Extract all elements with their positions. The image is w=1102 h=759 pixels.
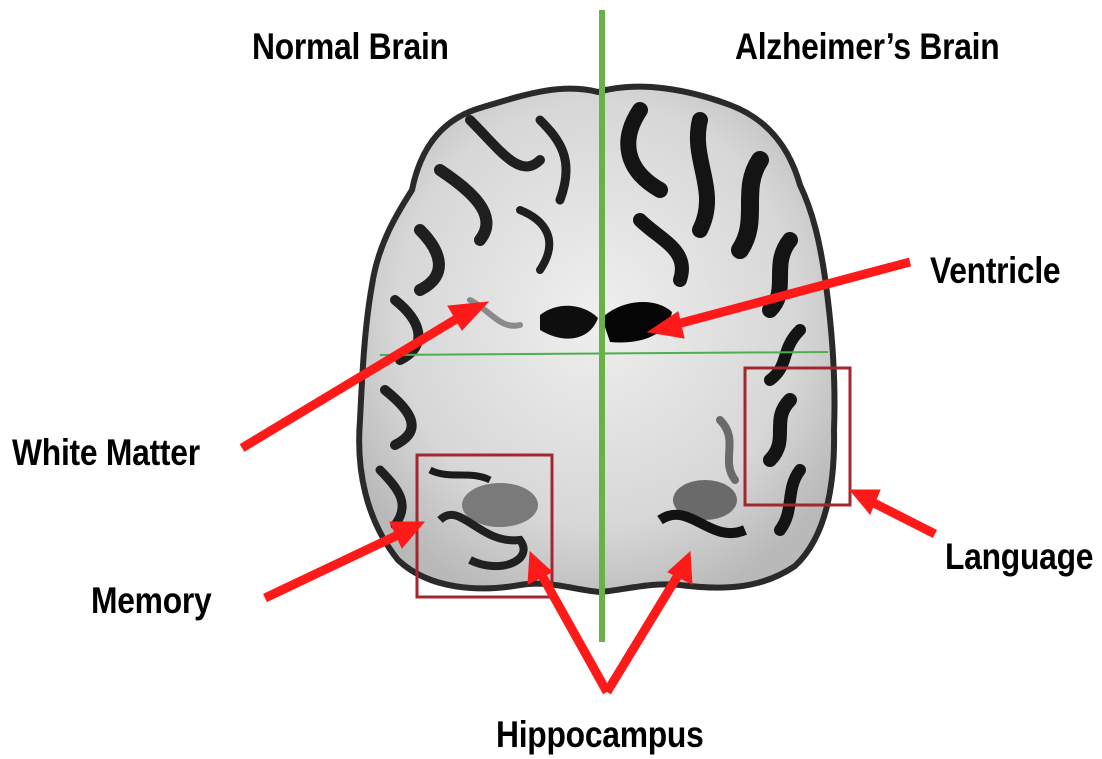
alzheimers-brain-title: Alzheimer’s Brain [735,26,999,68]
ventricle-label: Ventricle [930,250,1060,292]
language-arrow [868,500,935,534]
memory-label: Memory [91,580,211,622]
language-label: Language [945,536,1093,578]
memory-arrow [265,534,400,598]
white-matter-label: White Matter [12,432,200,474]
language-arrowhead [850,490,880,514]
hippocampus-label: Hippocampus [496,714,704,756]
normal-brain-title: Normal Brain [252,26,449,68]
